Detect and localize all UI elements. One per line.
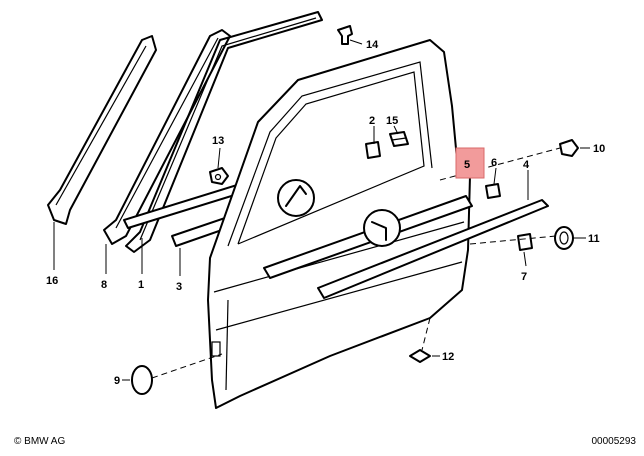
part-10-nut[interactable] bbox=[559, 139, 579, 157]
part-7-clip[interactable] bbox=[517, 233, 533, 251]
callout-2: 2 bbox=[369, 115, 375, 127]
diagram-number: 00005293 bbox=[591, 436, 637, 447]
callout-1: 1 bbox=[138, 279, 144, 291]
callout-10: 10 bbox=[593, 143, 605, 155]
part-1-upper-weatherstrip[interactable] bbox=[125, 11, 323, 253]
callout-16: 16 bbox=[46, 275, 58, 287]
callout-14: 14 bbox=[366, 39, 379, 51]
callout-13: 13 bbox=[212, 135, 224, 147]
section-detail-2 bbox=[363, 209, 401, 247]
callout-8: 8 bbox=[101, 279, 107, 291]
callout-6: 6 bbox=[491, 157, 497, 169]
part-2-clip[interactable] bbox=[365, 141, 381, 159]
callout-4: 4 bbox=[523, 159, 530, 171]
part-6-clip[interactable] bbox=[485, 183, 501, 199]
part-12-clip[interactable] bbox=[409, 349, 431, 363]
door-shell[interactable] bbox=[207, 39, 471, 409]
part-4-side-moulding[interactable] bbox=[317, 199, 549, 299]
section-detail-1 bbox=[277, 179, 315, 217]
callout-3: 3 bbox=[176, 281, 182, 293]
part-15-clip[interactable] bbox=[389, 131, 409, 147]
highlight-box bbox=[455, 147, 485, 179]
callout-7: 7 bbox=[521, 271, 527, 283]
part-13-nut[interactable] bbox=[209, 167, 229, 185]
copyright-label: © BMW AG bbox=[14, 436, 66, 447]
part-8-frame-channel[interactable] bbox=[103, 29, 231, 245]
callout-9: 9 bbox=[114, 375, 120, 387]
part-14-clip[interactable] bbox=[337, 25, 353, 45]
part-9-plug[interactable] bbox=[131, 365, 153, 395]
callout-15: 15 bbox=[386, 115, 398, 127]
callout-12: 12 bbox=[442, 351, 454, 363]
part-11-grommet[interactable] bbox=[554, 226, 574, 250]
callout-11: 11 bbox=[588, 233, 600, 245]
part-16-window-channel[interactable] bbox=[47, 35, 157, 225]
callout-5: 5 bbox=[464, 159, 470, 171]
